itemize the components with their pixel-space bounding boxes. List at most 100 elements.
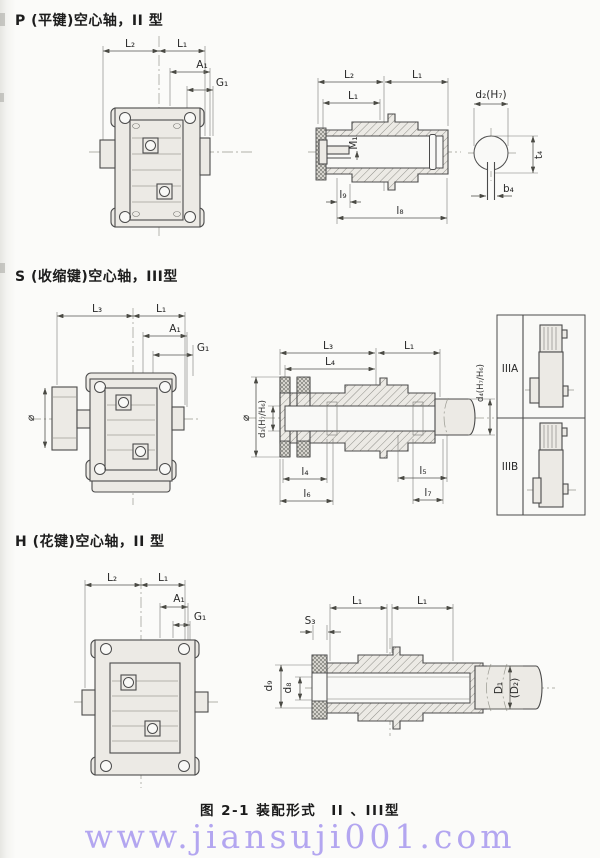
scan-artifact xyxy=(0,13,5,26)
bolt-hole xyxy=(94,463,106,475)
bolt-hole xyxy=(184,112,196,124)
dim-label-b4: b₄ xyxy=(503,183,514,195)
scan-artifact xyxy=(0,93,4,102)
variant-label-IIIB: IIIB xyxy=(502,461,519,473)
output-shaft-stub xyxy=(194,691,209,713)
h-spline-shaft-section-drawing: L₁ L₁ S₃ d₉ d₈ xyxy=(263,595,555,736)
dim-label-A1: A₁ xyxy=(173,593,184,605)
spline-bore xyxy=(326,672,471,704)
gear-housing xyxy=(538,351,564,408)
section-p-title: P (平键)空心轴，II 型 xyxy=(15,13,164,29)
output-stub xyxy=(562,385,569,397)
motor-body xyxy=(539,422,563,451)
bolt-hole xyxy=(178,643,190,655)
gearmotor-icon-IIIA xyxy=(525,324,577,408)
s-front-view-drawing: L₃ L₁ A₁ G₁ ⌀ xyxy=(25,303,209,505)
dim-label-G1: G₁ xyxy=(194,611,206,623)
hollow-shaft-stub xyxy=(76,409,91,429)
key xyxy=(326,145,350,155)
dim-label-phi: ⌀ xyxy=(242,415,252,421)
dim-label-L2: L₂ xyxy=(125,38,135,50)
h-front-view-drawing: L₂ L₁ A₁ G₁ xyxy=(74,572,218,788)
p-hollow-shaft-section-drawing: L₂ L₁ L₁ M₁ l₉ l₈ xyxy=(308,69,545,224)
dim-label-d4: d₄(H₇/H₆) xyxy=(476,364,486,402)
scan-artifact xyxy=(0,263,5,273)
section-h-title: H (花键)空心轴，II 型 xyxy=(15,534,165,550)
bolt-hole xyxy=(159,381,171,393)
shrink-disc xyxy=(51,386,78,451)
output-shaft-stub xyxy=(199,137,211,176)
dim-label-S3: S₃ xyxy=(305,615,316,627)
bolt-hole xyxy=(94,381,106,393)
fit-zone xyxy=(412,401,424,436)
gearbox-front-view xyxy=(81,639,209,776)
dim-label-A1: A₁ xyxy=(169,323,180,335)
dim-label-M1: M₁ xyxy=(348,136,360,149)
watermark-url: www.jiansuji001.com xyxy=(84,817,516,856)
bolt-hole xyxy=(100,643,112,655)
hollow-shaft-cross-section xyxy=(315,113,449,191)
dim-label-L1: L₁ xyxy=(412,69,422,81)
input-shaft-stub xyxy=(99,139,116,169)
section-s-title: S (收缩键)空心轴，III型 xyxy=(15,269,178,285)
output-shaft-stub xyxy=(171,406,185,431)
bolt-hole xyxy=(178,760,190,772)
dim-label-l4: l₄ xyxy=(301,466,308,478)
dim-label-L2: L₂ xyxy=(344,69,354,81)
end-washer xyxy=(318,139,328,165)
dim-label-L1: L₁ xyxy=(404,340,414,352)
shrink-disc-ring xyxy=(296,376,311,394)
dim-label-A1: A₁ xyxy=(196,59,207,71)
bore xyxy=(284,405,436,432)
dim-label-L3: L₃ xyxy=(92,303,102,315)
gearmotor-icon-IIIB xyxy=(527,422,577,508)
terminal-box xyxy=(561,427,568,437)
gearbox-front-view xyxy=(99,107,211,228)
variant-label-IIIA: IIIA xyxy=(502,363,519,375)
bolt-hole xyxy=(184,211,196,223)
shrink-disc xyxy=(529,377,540,404)
dim-label-l5: l₅ xyxy=(419,465,426,477)
dim-label-L1: L₁ xyxy=(158,572,168,584)
dim-label-L4: L₄ xyxy=(325,356,335,368)
shrink-disc-ring xyxy=(279,440,291,458)
gear-housing xyxy=(538,449,564,508)
fit-zone xyxy=(326,401,338,436)
bolt-hole xyxy=(119,211,131,223)
keyway-cross-section xyxy=(468,128,516,200)
dim-label-D1: D₁ xyxy=(493,682,505,694)
gearbox-front-view-with-shrink-disc xyxy=(51,372,185,493)
terminal-box xyxy=(561,329,568,339)
bolt-hole xyxy=(119,112,131,124)
s-mounting-variants-panel: IIIA IIIB xyxy=(496,314,586,516)
motor-body xyxy=(539,324,563,353)
inserted-shaft-end xyxy=(434,398,476,436)
input-shaft-stub xyxy=(81,689,96,716)
shrink-disc-ring xyxy=(296,440,311,458)
dim-label-l6: l₆ xyxy=(303,488,310,500)
dim-label-l9: l₉ xyxy=(339,189,346,201)
dim-label-L1: L₁ xyxy=(177,38,187,50)
dim-label-d3: d₃(H₇/H₆) xyxy=(258,400,268,438)
dim-label-L1: L₁ xyxy=(417,595,427,607)
dim-label-L2: L₂ xyxy=(107,572,117,584)
bolt-hole xyxy=(100,760,112,772)
s-hollow-shaft-section-drawing: L₃ L₁ L₄ ⌀ d₃(H₇/H₆) xyxy=(242,340,495,505)
shrink-disc xyxy=(532,477,542,504)
dim-label-G1: G₁ xyxy=(216,77,228,89)
retaining-ring-groove xyxy=(429,134,437,170)
dim-label-d8: d₈ xyxy=(282,683,294,694)
dim-label-L1: L₁ xyxy=(156,303,166,315)
dim-label-G1: G₁ xyxy=(197,342,209,354)
dim-label-d2H7: d₂(H₇) xyxy=(475,89,506,101)
dim-label-L1: L₁ xyxy=(348,90,358,102)
dim-label-L3: L₃ xyxy=(323,340,333,352)
dim-label-phi: ⌀ xyxy=(25,415,37,421)
bolt-hole xyxy=(159,463,171,475)
figure-caption: 图 2-1 装配形式 II 、III型 xyxy=(199,803,401,819)
output-stub xyxy=(562,483,569,495)
dim-label-t4: t₄ xyxy=(533,151,545,159)
dim-label-D2: (D₂) xyxy=(509,678,521,699)
dim-label-l8: l₈ xyxy=(396,205,403,217)
